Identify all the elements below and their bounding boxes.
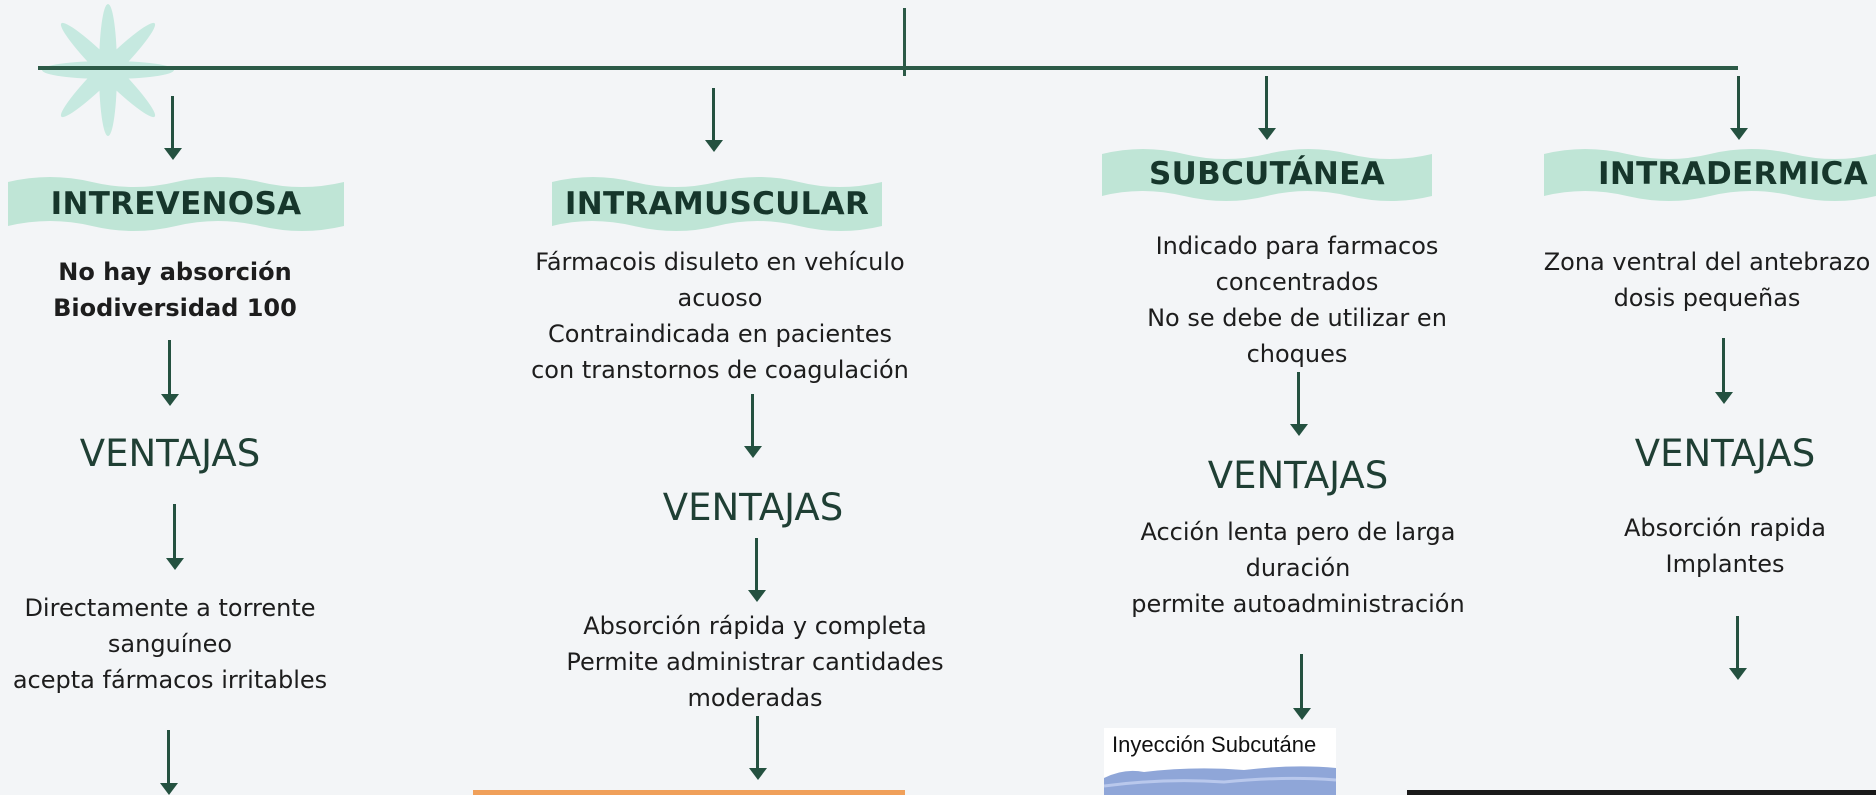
arrow-down-icon: [163, 96, 183, 160]
arrow-down-icon: [743, 394, 763, 458]
arrow-down-icon: [1714, 338, 1734, 404]
snowflake-star-icon: [42, 4, 174, 136]
connector-horizontal-line: [38, 66, 1738, 70]
description-intramuscular: Fármacois disuleto en vehículo acuoso Co…: [531, 248, 909, 384]
arrow-down-icon: [165, 504, 185, 570]
title-intradermica: INTRADERMICA: [1598, 156, 1868, 192]
arrow-down-icon: [1728, 616, 1748, 680]
arrow-down-icon: [747, 538, 767, 602]
arrow-down-icon: [1292, 654, 1312, 720]
arrow-down-icon: [1289, 372, 1309, 436]
description-intradermica: Zona ventral del antebrazo dosis pequeña…: [1543, 248, 1871, 312]
injection-image-caption: Inyección Subcutáne: [1112, 732, 1317, 758]
ventajas-heading: VENTAJAS: [662, 486, 844, 529]
ventajas-heading: VENTAJAS: [1634, 432, 1816, 475]
ventajas-heading: VENTAJAS: [79, 432, 261, 475]
description-subcutanea: Indicado para farmacos concentrados No s…: [1147, 232, 1447, 368]
title-subcutanea: SUBCUTÁNEA: [1149, 156, 1385, 192]
connector-root-line: [903, 8, 906, 76]
dark-image-strip: [1407, 790, 1876, 795]
ventajas-list-intrevenosa: Directamente a torrente sanguíneo acepta…: [12, 594, 328, 694]
arrow-down-icon: [1729, 76, 1749, 140]
injection-image: Inyección Subcutáne: [1104, 728, 1336, 795]
title-intrevenosa: INTREVENOSA: [50, 186, 302, 222]
arrow-down-icon: [1257, 76, 1277, 140]
arrow-down-icon: [159, 730, 179, 795]
ventajas-list-intramuscular: Absorción rápida y completa Permite admi…: [566, 612, 944, 712]
ventajas-heading: VENTAJAS: [1207, 454, 1389, 497]
wave-banner: [8, 177, 344, 231]
wave-banner: [1102, 149, 1432, 201]
wave-banner: [1544, 149, 1876, 201]
arrow-down-icon: [704, 88, 724, 152]
arrow-down-icon: [748, 716, 768, 780]
title-intramuscular: INTRAMUSCULAR: [564, 186, 870, 222]
ventajas-list-intradermica: Absorción rapida Implantes: [1624, 514, 1826, 578]
description-intrevenosa: No hay absorción Biodiversidad 100: [53, 258, 297, 322]
ventajas-list-subcutanea: Acción lenta pero de larga duración perm…: [1131, 518, 1465, 618]
arrow-down-icon: [160, 340, 180, 406]
skin-illustration: [1104, 766, 1336, 795]
wave-banner: [552, 177, 882, 231]
orange-bar: [473, 790, 905, 795]
